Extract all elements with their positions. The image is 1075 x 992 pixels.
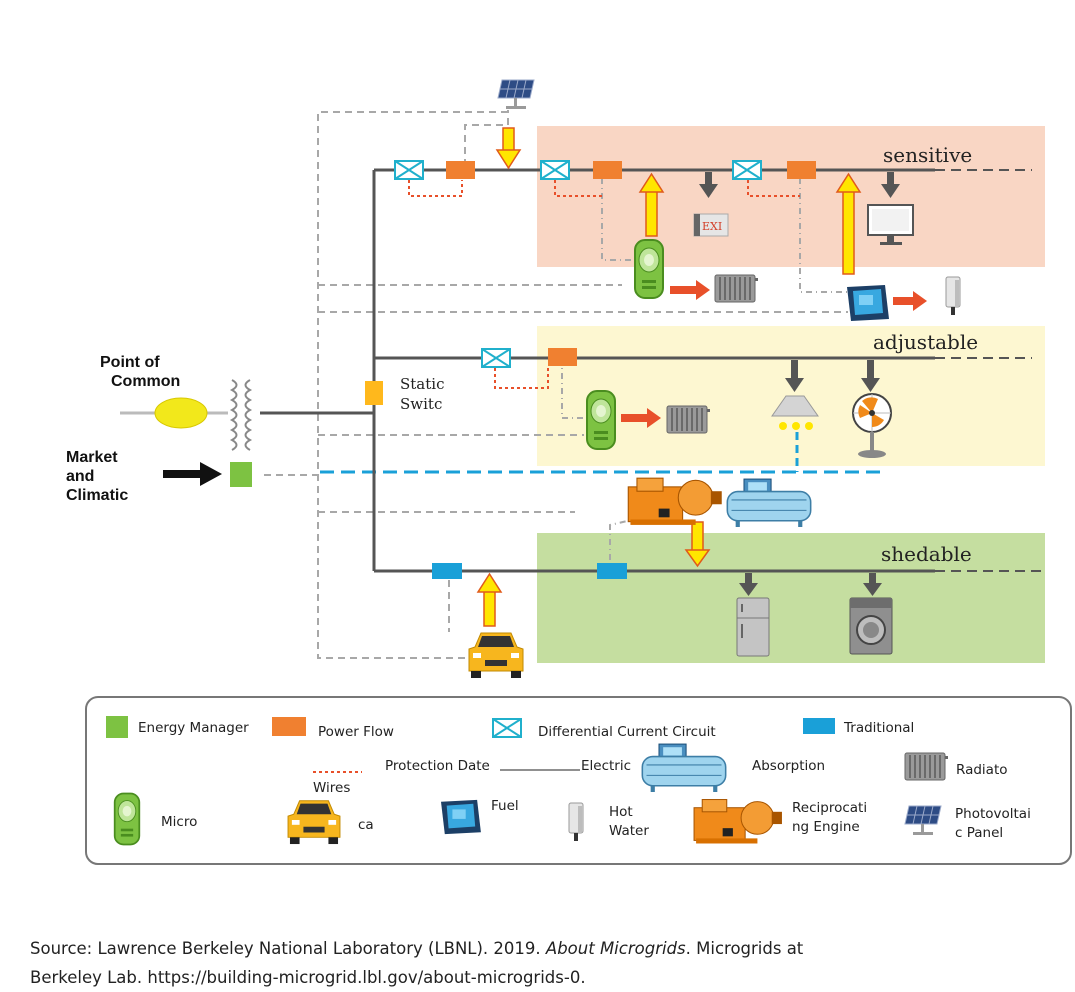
energy-manager [230, 462, 252, 487]
static-switch-label-1: Static [400, 375, 444, 393]
legend-fuel-icon [441, 799, 481, 835]
micro-turbine-adjustable [586, 390, 616, 450]
electric-car [468, 632, 524, 679]
pv-power-arrow [495, 127, 522, 170]
power-bus [120, 168, 935, 573]
load-arrows [699, 172, 900, 596]
legend-wires: Wires [313, 780, 350, 796]
legend-hot-water-1: Hot [609, 804, 633, 820]
power-flow-box-2 [593, 161, 622, 179]
power-flow-box-3 [787, 161, 816, 179]
source-line-1: Source: Lawrence Berkeley National Labor… [30, 934, 1050, 963]
market-label-1: Market [66, 449, 118, 466]
legend-pv-2: c Panel [955, 825, 1003, 841]
washing-machine [849, 597, 893, 655]
exit-sign-label: EXI [702, 220, 722, 233]
static-switch-label-2: Switc [400, 395, 442, 413]
legend-power-flow-swatch [272, 717, 306, 736]
static-switch [365, 381, 383, 405]
engine-power-arrow [684, 521, 711, 568]
absorption-chiller [726, 478, 812, 527]
hot-water-heater [945, 276, 961, 316]
point-of-common-label-2: Common [111, 373, 180, 390]
legend-dcc: Differential Current Circuit [538, 724, 716, 740]
legend-traditional-swatch [803, 718, 835, 734]
traditional-box-2 [597, 563, 627, 579]
dcc-sensitive-2 [540, 160, 570, 180]
car-power-arrow [476, 572, 503, 627]
legend-dcc-icon [491, 718, 523, 738]
shedable-zone [537, 533, 1045, 663]
legend-protection-date: Protection Date [385, 758, 490, 774]
computer-monitor [867, 204, 914, 245]
legend-energy-manager: Energy Manager [138, 720, 249, 736]
refrigerator [736, 597, 770, 657]
grid-connection [154, 397, 208, 429]
legend-fuel: Fuel [491, 798, 519, 814]
legend-car: ca [358, 817, 374, 833]
zone-label-sensitive: sensitive [883, 143, 972, 167]
legend-radiator-icon [904, 752, 948, 781]
source-suffix: . Microgrids at [685, 939, 804, 958]
legend-electric: Electric [581, 758, 631, 774]
market-input-arrow [163, 462, 222, 486]
control-dashed-lines [264, 110, 848, 659]
zone-label-adjustable: adjustable [873, 330, 978, 354]
legend-hot-water-2: Water [609, 823, 649, 839]
market-label-3: Climatic [66, 487, 128, 504]
fuel-cell-power-arrow [835, 172, 862, 275]
dcc-sensitive-3 [732, 160, 762, 180]
legend-recip-1: Reciprocati [792, 800, 867, 816]
traditional-box-1 [432, 563, 462, 579]
legend-absorption: Absorption [752, 758, 825, 774]
point-of-common-label-1: Point of [100, 354, 160, 371]
legend-traditional: Traditional [843, 720, 914, 736]
sensitive-zone [537, 126, 1045, 267]
radiator-adjustable [666, 405, 710, 434]
legend-micro: Micro [161, 814, 197, 830]
heat-arrows [621, 280, 927, 428]
micro-power-arrow-sensitive [638, 172, 665, 237]
standing-fan [852, 393, 892, 458]
power-flow-box-1 [446, 161, 475, 179]
legend-power-flow: Power Flow [318, 724, 394, 740]
exit-sign: EXI [693, 213, 729, 237]
micro-turbine-sensitive [634, 239, 664, 299]
legend-energy-manager-swatch [106, 716, 128, 738]
radiator-sensitive [714, 274, 758, 303]
source-citation: Source: Lawrence Berkeley National Labor… [30, 934, 1050, 992]
photovoltaic-panel [497, 79, 535, 110]
power-flow-box-4 [548, 348, 577, 366]
legend-pv-1: Photovoltai [955, 806, 1031, 822]
protection-wires [408, 180, 800, 389]
ceiling-light [771, 395, 819, 430]
legend-recip-2: ng Engine [792, 819, 860, 835]
source-line-2: Berkeley Lab. https://building-microgrid… [30, 968, 586, 987]
zone-label-shedable: shedable [881, 542, 972, 566]
transformer-icon [229, 379, 253, 451]
reciprocating-engine [627, 477, 723, 526]
fuel-cell [847, 285, 889, 321]
market-label-2: and [66, 468, 94, 485]
source-prefix: Source: Lawrence Berkeley National Labor… [30, 939, 546, 958]
legend-radiator: Radiato [956, 762, 1008, 778]
legend-micro-icon [113, 792, 141, 846]
dcc-adjustable [481, 348, 511, 368]
source-title: About Microgrids [545, 939, 686, 958]
dcc-sensitive-1 [394, 160, 424, 180]
